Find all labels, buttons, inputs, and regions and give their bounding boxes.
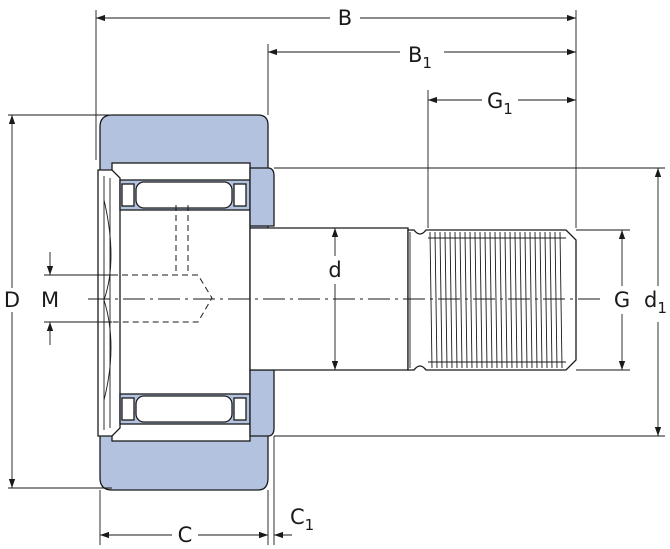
thread-line [559,231,563,369]
shaft-head [97,169,121,437]
thread-line [494,231,498,369]
upper-needle-rollers [119,179,251,211]
label-d: d [328,258,341,282]
thread-line [429,231,433,369]
label-B: B [338,6,352,30]
thread-line [469,231,473,369]
thread-line [464,231,468,369]
thread-line [449,231,453,369]
lower-needle-rollers [119,393,251,425]
label-G: G [614,288,630,312]
thread-line [499,231,503,369]
dimension-lines [8,14,662,539]
thread-hatching [429,231,563,369]
label-B1: B1 [408,43,432,72]
thread-line [514,231,518,369]
lubrication-hole [112,205,213,323]
extension-lines [8,10,665,545]
thread-line [439,231,443,369]
thread-line [549,231,553,369]
thread-line [529,231,533,369]
stud-shaft [249,227,577,371]
thread-line [444,231,448,369]
thread-line [479,231,483,369]
side-washer [249,167,275,437]
thread-line [524,231,528,369]
thread-line [519,231,523,369]
thread-line [454,231,458,369]
thread-line [459,231,463,369]
label-M: M [41,288,59,312]
thread-line [484,231,488,369]
label-G1: G1 [487,89,513,118]
thread-line [504,231,508,369]
label-D: D [4,288,20,312]
thread-line [534,231,538,369]
thread-line [539,231,543,369]
label-C1: C1 [290,505,314,534]
label-C: C [178,523,193,547]
thread-line [489,231,493,369]
thread-line [474,231,478,369]
thread-line [544,231,548,369]
label-d1: d1 [644,288,667,317]
thread-line [509,231,513,369]
thread-line [434,231,438,369]
thread-line [554,231,558,369]
